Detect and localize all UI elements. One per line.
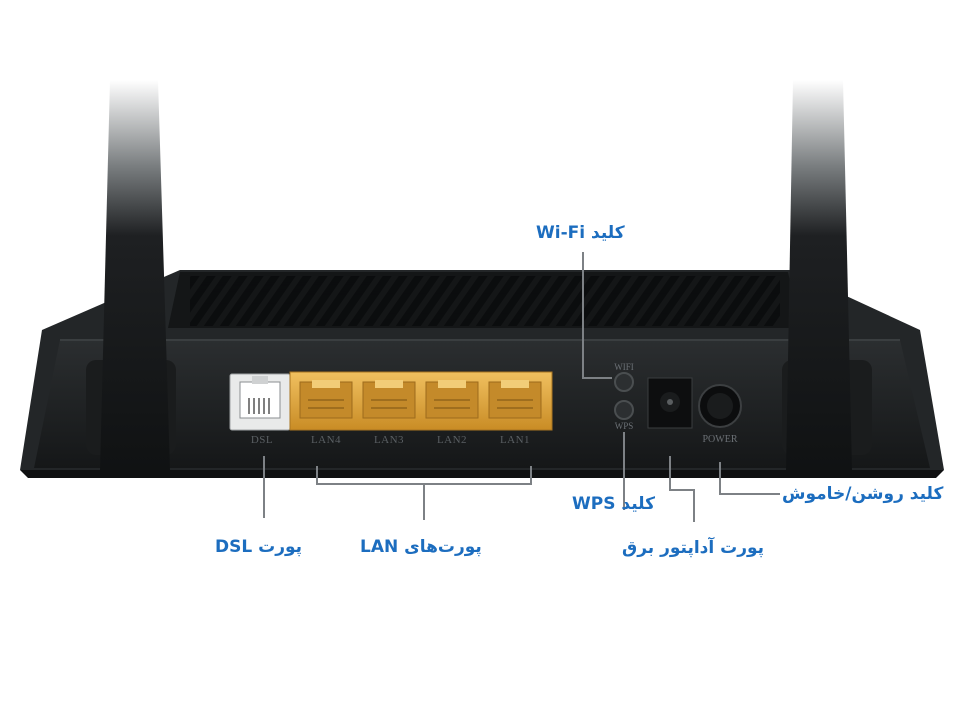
dsl-port-label: DSL [250, 434, 274, 446]
wps-button-graphic [614, 400, 634, 420]
dsl-port [229, 373, 291, 431]
lan1-port-label: LAN1 [499, 434, 531, 446]
wifi-button-callout: کلید Wi-Fi [536, 223, 625, 243]
left-antenna [100, 80, 170, 470]
right-antenna [786, 80, 852, 470]
wps-port-label: WPS [614, 421, 634, 431]
adapter-leader-line [669, 456, 695, 522]
leader-lines [263, 252, 780, 522]
lan-ports-callout: پورت‌های LAN [360, 537, 482, 557]
wifi-button-graphic [614, 372, 634, 392]
wifi-leader-line [582, 252, 612, 379]
lan2-port-label: LAN2 [436, 434, 468, 446]
dsl-port-callout: پورت DSL [215, 537, 303, 557]
power-leader-line [719, 462, 780, 495]
lan3-port-label: LAN3 [373, 434, 405, 446]
wps-button-callout: کلید WPS [572, 494, 655, 514]
power-port-label: POWER [702, 434, 738, 445]
lan4-port-label: LAN4 [310, 434, 342, 446]
power-button-callout: کلید روشن/خاموش [782, 484, 944, 504]
adapter-port-callout: پورت آداپتور برق [622, 538, 765, 558]
power-button-graphic [698, 384, 742, 428]
wifi-port-label: WIFI [614, 362, 634, 372]
lan-port-block [289, 371, 553, 431]
power-jack [647, 377, 693, 429]
